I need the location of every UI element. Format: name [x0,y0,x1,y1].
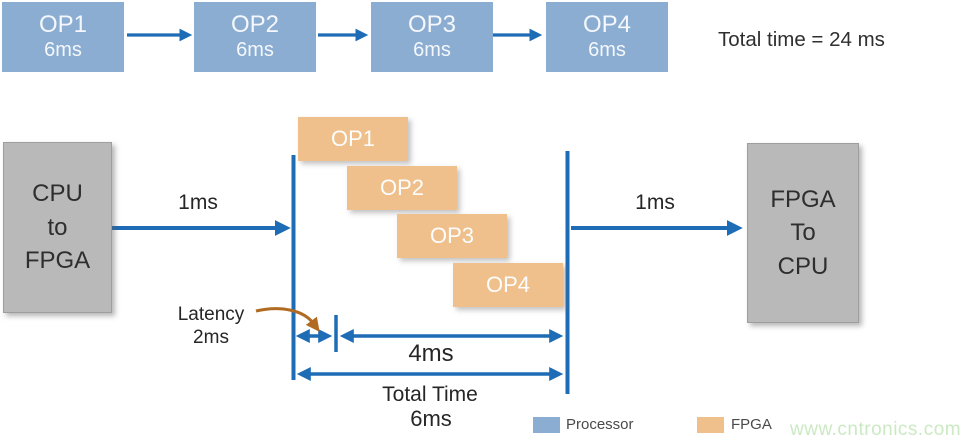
latency-value: 2ms [193,326,229,348]
seq-step-box-4: OP4 6ms [546,2,668,72]
sequential-total-label: Total time = 24 ms [718,28,885,51]
seq-step-label: OP2 [230,11,280,39]
seq-step-time: 6ms [588,39,626,62]
processing-span-label: 4ms [408,340,454,367]
latency-pointer-curve [255,307,320,332]
fpga-op-box-4: OP4 [453,263,563,307]
fpga-op-label: OP1 [330,126,376,151]
cpu-to-fpga-line2: to [47,213,68,241]
fpga-to-cpu-box: FPGA To CPU [747,143,859,323]
total-time-value: 6ms [410,406,452,431]
cpu-to-fpga-line1: CPU [32,180,83,208]
legend-swatch-fpga [697,417,724,433]
legend-label-processor: Processor [566,416,634,433]
seq-step-time: 6ms [413,39,451,62]
transfer-in-label: 1ms [178,191,218,214]
seq-step-box-3: OP3 6ms [371,2,493,72]
total-time-label: Total Time [382,383,478,406]
seq-step-box-1: OP1 6ms [2,2,124,72]
seq-step-box-2: OP2 6ms [194,2,316,72]
fpga-op-box-1: OP1 [298,117,408,161]
seq-step-label: OP3 [407,11,457,39]
cpu-to-fpga-box: CPU to FPGA [3,142,112,313]
watermark: www.cntronics.com [790,419,962,440]
legend-swatch-processor [533,417,560,433]
fpga-to-cpu-line1: FPGA [770,185,836,213]
latency-callout: Latency 2ms [158,304,264,350]
legend-label-fpga: FPGA [731,416,772,433]
fpga-op-box-3: OP3 [397,214,507,258]
transfer-out-label: 1ms [635,191,675,214]
seq-step-label: OP4 [582,11,632,39]
latency-label: Latency [177,304,245,325]
fpga-op-label: OP2 [379,175,425,200]
fpga-op-label: OP4 [485,272,531,297]
cpu-to-fpga-line3: FPGA [24,247,91,275]
seq-step-time: 6ms [44,39,82,62]
fpga-to-cpu-line2: To [790,219,816,247]
fpga-op-label: OP3 [429,223,475,248]
seq-step-label: OP1 [38,11,88,39]
fpga-to-cpu-line3: CPU [777,252,829,280]
fpga-op-box-2: OP2 [347,166,457,210]
seq-step-time: 6ms [236,39,274,62]
